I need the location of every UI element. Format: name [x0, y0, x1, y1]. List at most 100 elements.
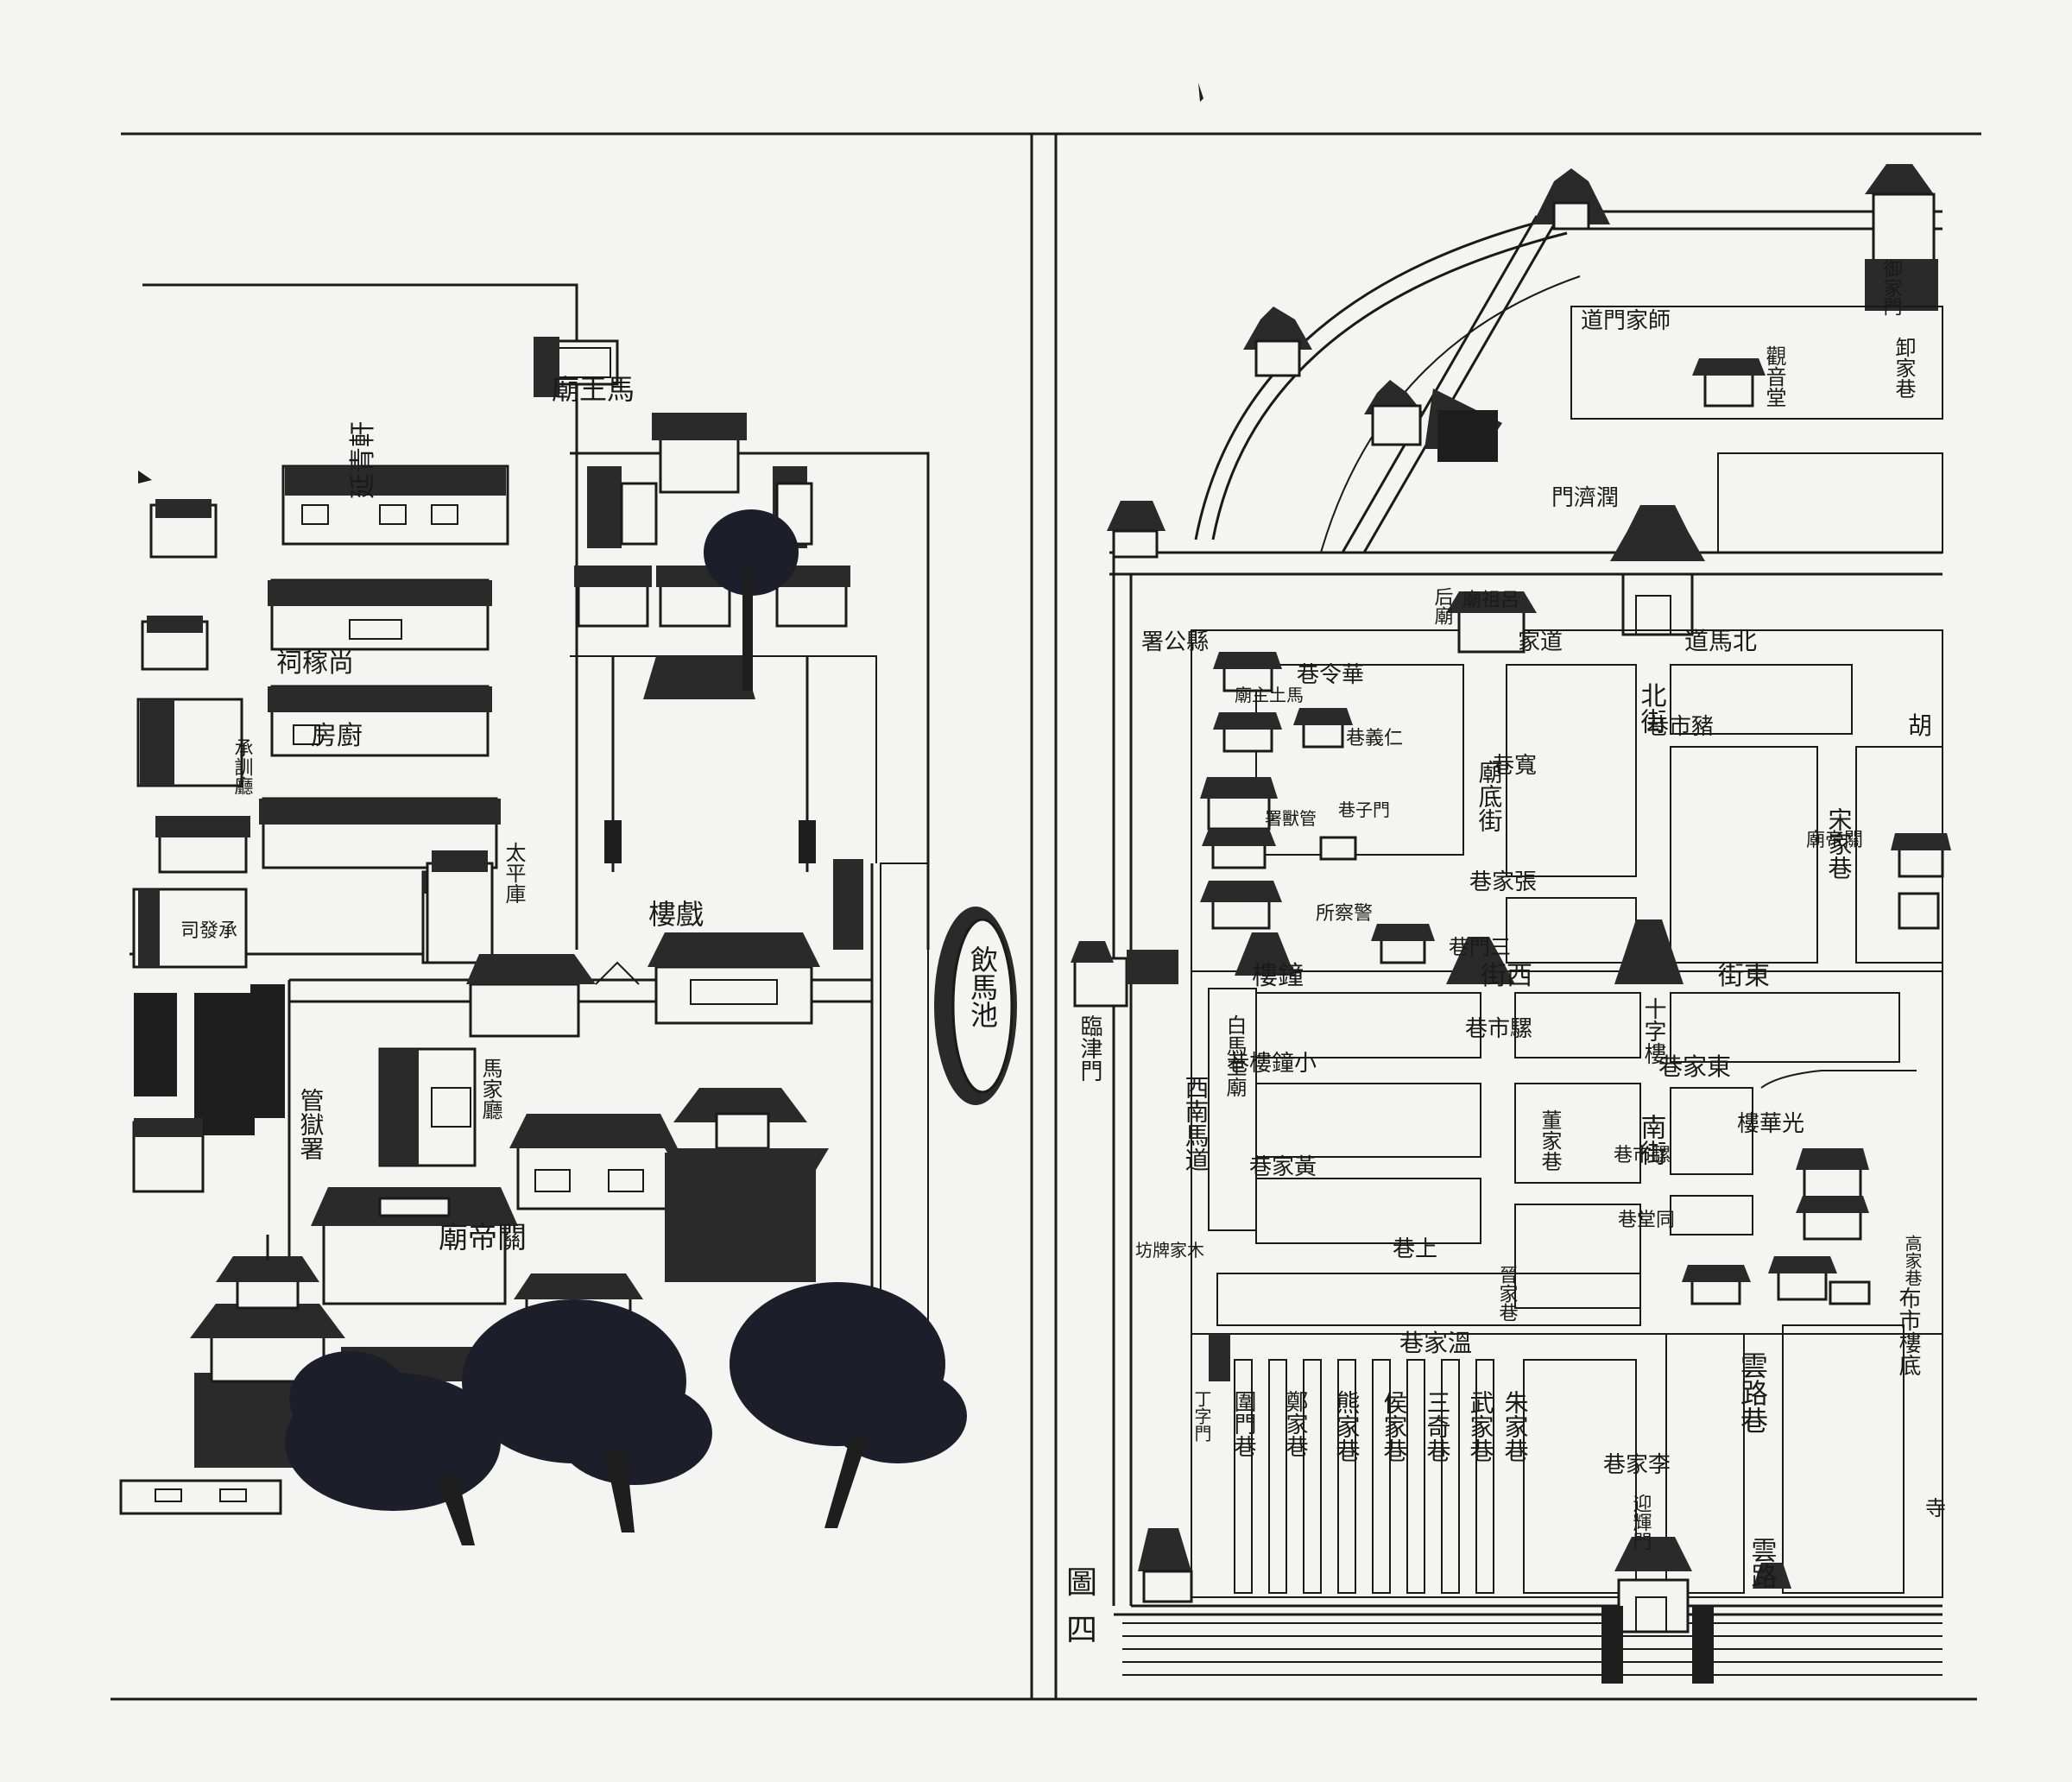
- label-gaojiaxiang: 高家巷: [1902, 1235, 1923, 1286]
- label-mawangmiao: 馬王廟: [552, 373, 635, 406]
- label-jiajiaxiang: 卸家巷: [1892, 337, 1916, 399]
- block-shijiamen: [1570, 306, 1943, 420]
- label-matuzhumiao: 馬土主廟: [1235, 685, 1304, 705]
- majiating-building: [378, 1047, 477, 1167]
- hall-building: [259, 797, 501, 869]
- trees-cluster: [285, 1282, 967, 1545]
- label-chufang: 廚房: [311, 721, 363, 751]
- wall-steps: [1122, 1622, 1942, 1676]
- shangjisi-building: [268, 578, 492, 651]
- mawangmiao-building: [574, 413, 850, 872]
- sw-corner-tower: [1138, 1528, 1193, 1603]
- label-guanghualou: 光華樓: [1737, 1111, 1804, 1137]
- yanqingxuan-building: [281, 464, 509, 546]
- bottom-wall: [119, 1479, 282, 1515]
- label-guandimiao: 關帝廟: [439, 1221, 527, 1255]
- label-yunluxiang: 雲路巷: [1736, 1351, 1769, 1434]
- label-huangjiaxiang: 黃家巷: [1249, 1154, 1317, 1180]
- label-yanqingxuan: 延青軒: [348, 421, 378, 499]
- label-xiongjiaxiang: 熊家巷: [1333, 1390, 1361, 1463]
- label-houjiaxiang: 侯家巷: [1380, 1390, 1409, 1463]
- label-wenjiaxiang: 溫家巷: [1399, 1329, 1472, 1357]
- label-jinjiayaxiang: 晉家巷: [1496, 1265, 1519, 1322]
- label-chengxunting: 承訓廳: [231, 738, 254, 795]
- label-baimazhumiao: 白馬主廟: [1222, 1014, 1247, 1097]
- label-menzixiang: 門子巷: [1338, 799, 1390, 820]
- label-nanjie: 南街: [1636, 1114, 1667, 1166]
- label-jingchashu: 警察所: [1316, 903, 1373, 925]
- right-page: 師家門道 御家門 卸家巷 觀音堂 潤濟門 呂祖廟 后廟 縣公署 道家 北馬道 華…: [1066, 164, 1951, 1684]
- city-buildings: [1200, 591, 1951, 1381]
- label-yingximen: 迎輝門: [1630, 1494, 1652, 1551]
- label-shizilou: 十字樓: [1640, 997, 1666, 1065]
- page-label: 圖: [1066, 1565, 1097, 1601]
- label-zhujiaxiang: 朱家巷: [1501, 1390, 1530, 1463]
- label-dongjie: 東街: [1718, 961, 1770, 991]
- label-shangjisi: 尚稼祠: [276, 648, 354, 679]
- label-lvzumiao: 呂祖廟: [1462, 590, 1519, 611]
- label-zhuanshixiang: 騾市巷: [1614, 1145, 1671, 1166]
- label-zhangjiaxiang: 張家巷: [1469, 869, 1537, 895]
- label-guomenxiang: 圍門巷: [1230, 1390, 1256, 1457]
- left-gate-building: [534, 337, 619, 397]
- label-zhonglou: 鐘樓: [1252, 961, 1304, 991]
- label-tongxiang: 同堂巷: [1618, 1210, 1675, 1231]
- label-lijiaxiang: 李家巷: [1603, 1452, 1671, 1478]
- label-jiajiamen: 御家門: [1880, 259, 1903, 316]
- label-songjiaxiang: 宋家巷: [1825, 807, 1854, 880]
- label-guanyintang: 觀音堂: [1762, 345, 1786, 408]
- label-xiaozhonglouxiang: 小鐘樓巷: [1227, 1051, 1317, 1077]
- label-hu: 胡: [1908, 711, 1932, 740]
- label-zhuangshixiang: 騾市巷: [1465, 1016, 1532, 1042]
- label-sishi: 寺: [1925, 1496, 1946, 1520]
- label-dongjiaxiang: 東家巷: [1658, 1052, 1731, 1081]
- left-page: 延青軒 馬王廟 尚稼祠 廚房 太平庫 承訓廳 承發司 戲樓 飲馬池 馬家廳 管獄…: [119, 283, 1017, 1545]
- label-taipingku: 太平庫: [502, 842, 526, 904]
- guandimiao-building: [311, 1088, 829, 1336]
- label-beijie: 北街: [1636, 682, 1667, 734]
- label-renyixiang: 仁義巷: [1346, 728, 1403, 749]
- xilou-building: [466, 932, 820, 1038]
- label-pushijie: 布市樓底: [1895, 1286, 1921, 1376]
- label-sanqixiang: 三奇巷: [1424, 1390, 1452, 1463]
- label-shijiamendao: 師家門道: [1581, 308, 1671, 334]
- guanyintang-building: [1692, 358, 1766, 408]
- page-frame: [111, 83, 1981, 1701]
- label-wujiaxiang: 武家巷: [1467, 1390, 1495, 1463]
- label-linjinmen: 臨津門: [1077, 1014, 1102, 1082]
- yingximen-gate: [1601, 1537, 1791, 1684]
- label-zhushixiang: 豬市巷: [1646, 714, 1714, 740]
- label-tongjiaxiang: 董家巷: [1538, 1109, 1562, 1172]
- label-xilou: 戲樓: [648, 898, 704, 931]
- page-number: 四: [1066, 1613, 1097, 1648]
- label-beimadao: 北馬道: [1684, 627, 1757, 655]
- block-north-east: [1717, 452, 1943, 553]
- left-edge-marker: [138, 471, 152, 483]
- label-dingzimen: 丁字門: [1191, 1390, 1212, 1442]
- runjimen-gate: [1610, 505, 1705, 636]
- label-houmiao: 后廟: [1431, 587, 1454, 625]
- label-kuanxiang: 寬巷: [1492, 753, 1537, 779]
- label-huajiaxiang: 華令巷: [1297, 662, 1364, 688]
- linjinmen-gate: [1071, 941, 1178, 1008]
- label-yinmachi: 飲馬池: [966, 945, 999, 1028]
- label-chengfangsi: 承發司: [180, 920, 237, 942]
- nw-corner-tower: [1107, 501, 1166, 559]
- label-majiating: 馬家廳: [478, 1058, 502, 1120]
- label-daojiaxiang: 道家: [1518, 629, 1563, 655]
- ne-gate-tower: [1865, 164, 1938, 311]
- label-xiangongshu: 縣公署: [1141, 629, 1209, 655]
- chufang-building: [268, 685, 492, 757]
- street-grid: [1191, 629, 1943, 1598]
- label-guanshushu: 管獸署: [1265, 808, 1317, 829]
- chengxunting-building: [426, 850, 863, 964]
- label-guandimiao2: 關帝廟: [1806, 830, 1863, 851]
- yinmachi-pond: [934, 907, 1017, 1105]
- label-shangxiang: 上巷: [1393, 1236, 1437, 1262]
- label-xinanmadao: 西南馬道: [1182, 1075, 1210, 1172]
- north-barbican: [1194, 168, 1942, 553]
- label-muxiang: 木家牌坊: [1135, 1240, 1204, 1261]
- label-xijie: 西街: [1481, 961, 1532, 991]
- label-zhengjiaxiang: 鄭家巷: [1282, 1390, 1308, 1457]
